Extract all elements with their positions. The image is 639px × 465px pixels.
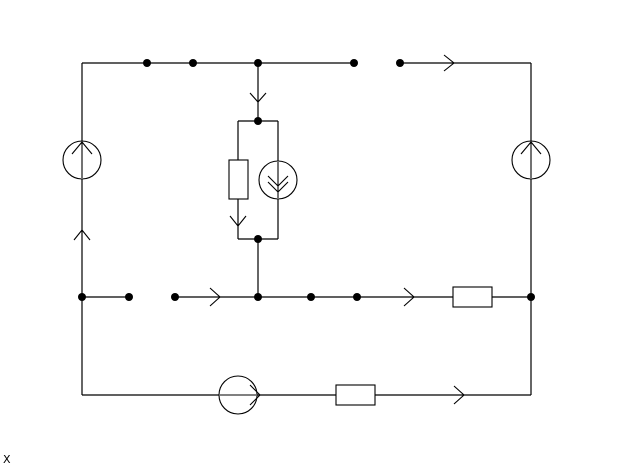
terminal-dot — [125, 293, 133, 301]
arrow-right-icon — [209, 287, 221, 307]
terminal-dot — [171, 293, 179, 301]
arrow-right-icon — [443, 54, 455, 72]
junction-dot — [254, 59, 262, 67]
resistor-branch — [228, 159, 249, 200]
junction-dot — [307, 293, 315, 301]
source-right — [511, 140, 551, 180]
arrow-up-icon — [71, 141, 93, 155]
corner-label: X — [3, 453, 11, 465]
junction-dots — [78, 59, 535, 301]
arrow-right-icon — [249, 384, 261, 406]
arrow-down-icon — [267, 175, 289, 187]
terminal-dot — [350, 59, 358, 67]
junction-dot — [78, 293, 86, 301]
junction-dot — [143, 59, 151, 67]
current-arrows — [73, 54, 465, 405]
source-left — [62, 140, 102, 180]
source-bottom — [218, 375, 261, 415]
wires — [81, 62, 532, 396]
junction-dot — [254, 235, 262, 243]
arrow-up-icon — [520, 141, 542, 155]
source-branch — [258, 160, 298, 200]
resistor-middle — [452, 286, 493, 308]
junction-dot — [527, 293, 535, 301]
arrow-up-icon — [73, 229, 91, 241]
arrow-down-icon — [249, 92, 267, 103]
arrow-right-icon — [403, 287, 415, 307]
junction-dot — [353, 293, 361, 301]
resistors — [228, 159, 493, 406]
junction-dot — [254, 293, 262, 301]
resistor-bottom — [335, 384, 376, 406]
terminal-dot — [396, 59, 404, 67]
junction-dot — [254, 117, 262, 125]
arrow-right-icon — [453, 385, 465, 405]
arrow-down-icon — [267, 181, 289, 193]
arrow-down-icon — [229, 215, 247, 227]
junction-dot — [189, 59, 197, 67]
